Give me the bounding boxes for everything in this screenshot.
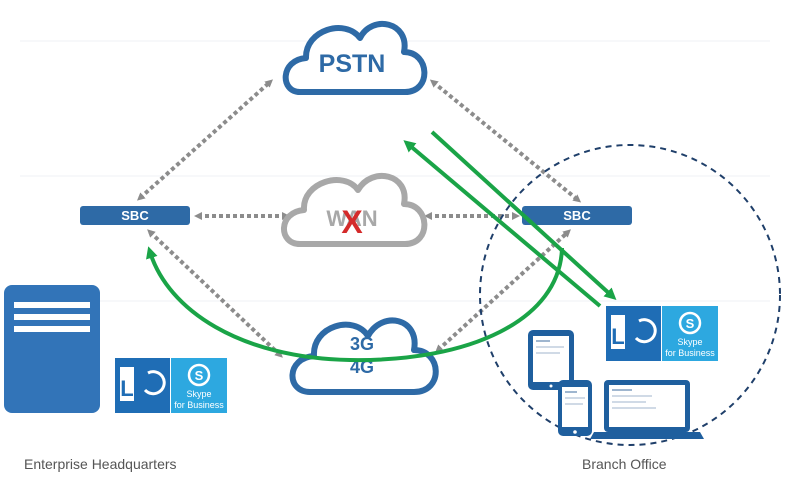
sbc-left: SBC (80, 206, 190, 225)
tablet-device-icon (528, 330, 574, 390)
sbc-right: SBC (522, 206, 632, 225)
hq-skype-tile: L S Skype for Business (115, 358, 227, 413)
branch-skype-brand-line2: for Business (665, 348, 715, 358)
branch-skype-icon (678, 311, 702, 335)
mobile-label-3g: 3G (350, 334, 374, 354)
hq-server-icon (4, 285, 100, 413)
svg-text:S: S (686, 316, 695, 331)
branch-office-boundary (479, 144, 781, 446)
hq-skype-brand-line1: Skype (186, 389, 211, 399)
svg-text:S: S (195, 368, 204, 383)
sbc-right-label: SBC (563, 208, 591, 223)
link-sbc-left-to-mobile (147, 229, 283, 358)
hq-sync-icon (143, 370, 166, 396)
laptop-device-icon (590, 380, 704, 439)
link-pstn-to-sbc-right (429, 79, 582, 203)
branch-site-label: Branch Office (582, 456, 667, 472)
wan-failed-mark: X (341, 204, 363, 240)
green-arrow-to-branch-client (430, 130, 617, 301)
green-call-flow (146, 130, 617, 363)
wan-cloud: WAN X (281, 172, 428, 247)
wan-label: WAN (326, 206, 377, 231)
hq-site-label: Enterprise Headquarters (24, 456, 177, 472)
phone-device-icon (558, 380, 592, 436)
branch-lync-letter: L (611, 324, 624, 349)
green-arrow-to-pstn (403, 140, 602, 308)
branch-skype-brand-line1: Skype (677, 337, 702, 347)
green-arc-branch-to-hq (146, 246, 564, 363)
branch-skype-tile: L S Skype for Business (606, 306, 718, 361)
link-sbc-left-to-pstn (137, 79, 273, 201)
link-mobile-to-sbc-right (435, 229, 571, 353)
hq-skype-brand-line2: for Business (174, 400, 224, 410)
pstn-cloud: PSTN (282, 20, 428, 95)
hq-lync-letter: L (120, 376, 133, 401)
pstn-label: PSTN (319, 50, 386, 78)
hq-skype-icon (187, 363, 211, 387)
sbc-left-label: SBC (121, 208, 149, 223)
branch-sync-icon (634, 318, 657, 344)
